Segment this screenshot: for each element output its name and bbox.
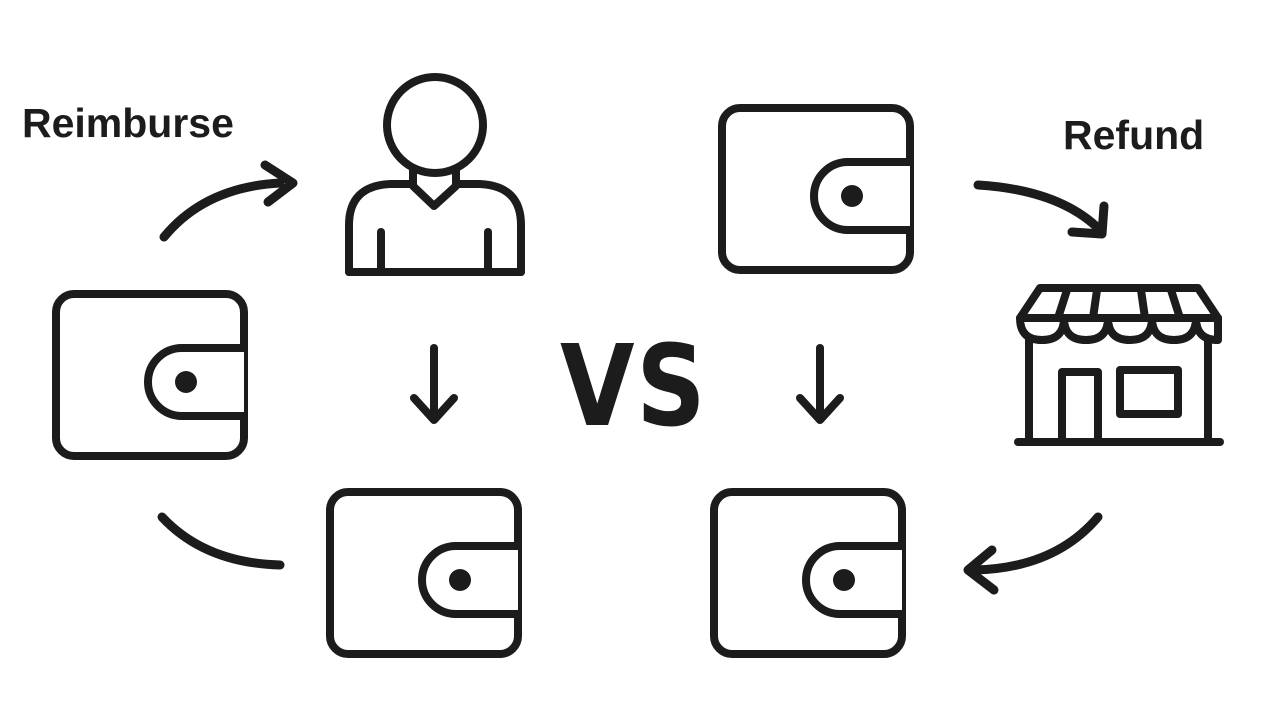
wallet-icon-bottom-right [714, 492, 902, 654]
arrow-icon-down-left [410, 344, 458, 424]
arrow-icon-down-right [796, 344, 844, 424]
wallet-icon-left [56, 294, 244, 456]
arrow-icon-reimburse-curve [159, 160, 298, 242]
refund-label: Refund [1063, 112, 1205, 158]
arrow-icon-refund-curve [973, 180, 1109, 239]
person-icon [345, 73, 525, 276]
store-icon [1014, 284, 1224, 446]
arrow-icon-curve-bottom-left [157, 512, 285, 570]
wallet-icon-top-right [722, 108, 910, 270]
wallet-icon-bottom-left [330, 492, 518, 654]
arrow-icon-curve-bottom-right [963, 512, 1103, 595]
vs-label: VS [560, 322, 708, 452]
reimburse-label: Reimburse [22, 100, 234, 146]
